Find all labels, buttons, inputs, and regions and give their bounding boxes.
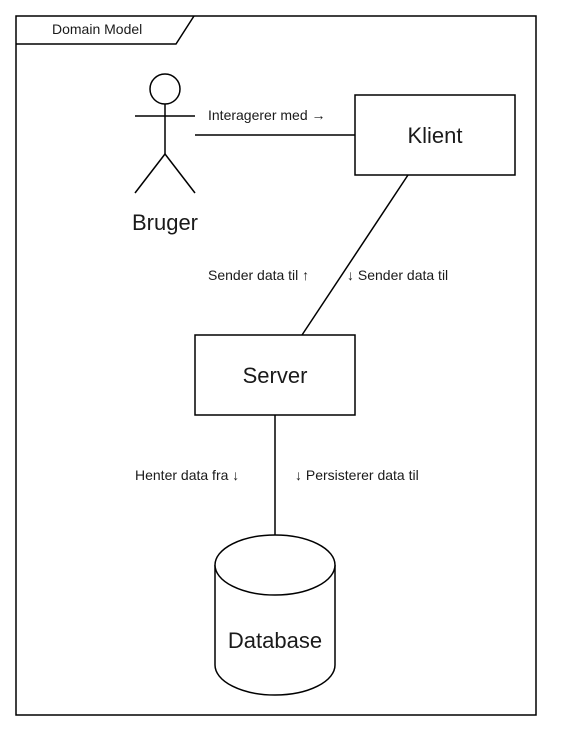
database-label: Database bbox=[228, 628, 322, 653]
edge-label-klient-server-down: ↓ Sender data til bbox=[347, 267, 448, 283]
edge-label-klient-server-up: Sender data til ↑ bbox=[208, 267, 309, 283]
klient-label: Klient bbox=[407, 123, 462, 148]
actor-leg-left bbox=[134, 153, 166, 194]
server-label: Server bbox=[243, 363, 308, 388]
actor-icon bbox=[134, 73, 196, 194]
server-box bbox=[194, 334, 356, 416]
database-body bbox=[214, 565, 336, 696]
frame-title-tab bbox=[16, 15, 195, 45]
database-top bbox=[214, 534, 336, 596]
edge-label-server-db-left: Henter data fra ↓ bbox=[135, 467, 239, 483]
database-cylinder bbox=[214, 534, 336, 696]
edge-label-actor-klient: Interagerer med → bbox=[208, 107, 326, 123]
frame-title: Domain Model bbox=[52, 21, 142, 37]
edge-label-server-db-right: ↓ Persisterer data til bbox=[295, 467, 419, 483]
actor-label: Bruger bbox=[132, 210, 198, 235]
klient-box bbox=[354, 94, 516, 176]
edge-klient-server bbox=[301, 174, 409, 336]
actor-leg-right bbox=[164, 153, 196, 194]
